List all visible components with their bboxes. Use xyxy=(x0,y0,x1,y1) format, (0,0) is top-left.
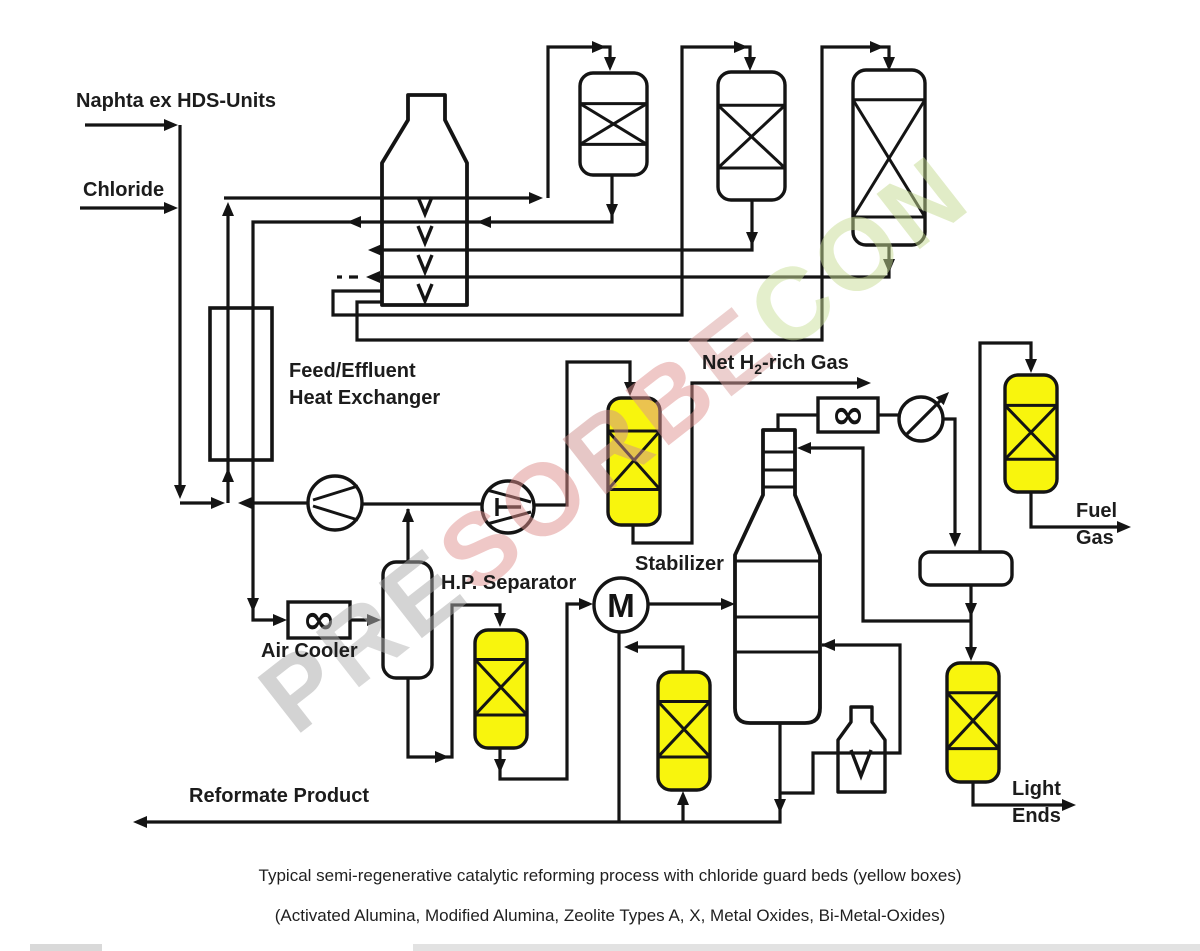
label-hp-separator: H.P. Separator xyxy=(441,572,577,594)
footer-bar-left xyxy=(30,944,102,951)
pipe xyxy=(803,446,971,623)
flow-arrow xyxy=(797,442,811,454)
flow-arrow xyxy=(368,244,382,256)
hp-separator-vessel xyxy=(381,560,434,680)
pipe xyxy=(355,45,891,342)
pipe xyxy=(331,45,752,317)
flow-arrow xyxy=(477,216,491,228)
feed-effluent-heat-exchanger xyxy=(208,306,274,462)
flow-arrow xyxy=(367,614,381,626)
stabilizer-feed-pump xyxy=(592,576,650,634)
flow-arrow xyxy=(883,57,895,71)
burner-icon xyxy=(849,749,873,781)
label-stabilizer: Stabilizer xyxy=(635,553,724,575)
label-net-gas: Net H2-rich Gas xyxy=(702,352,849,377)
flow-arrow xyxy=(366,271,380,283)
flow-arrow xyxy=(774,799,786,813)
pipe xyxy=(534,360,632,507)
flow-arrow xyxy=(133,816,147,828)
flow-arrow xyxy=(624,382,636,396)
flow-arrow xyxy=(606,204,618,218)
pump-motor-letter: M xyxy=(607,587,635,624)
flow-arrow xyxy=(247,598,259,612)
recycle-compressor xyxy=(306,474,364,532)
burner-icon xyxy=(416,283,434,306)
flow-arrow xyxy=(164,119,178,131)
pipe xyxy=(971,782,1071,807)
flow-arrow xyxy=(347,216,361,228)
flow-arrow xyxy=(949,533,961,547)
flow-arrow xyxy=(857,377,871,389)
label-air-cooler: Air Cooler xyxy=(261,640,358,662)
flow-arrow xyxy=(734,41,748,53)
flow-arrow xyxy=(1117,521,1131,533)
flow-arrow xyxy=(1025,359,1037,373)
flow-arrow xyxy=(402,508,414,522)
pipe xyxy=(776,413,818,430)
flow-arrow xyxy=(744,57,756,71)
label-naphtha: Naphta ex HDS-Units xyxy=(76,90,277,112)
label-chloride: Chloride xyxy=(83,179,165,201)
pipe xyxy=(1029,492,1126,529)
footer-bar-right xyxy=(413,944,1200,951)
flow-arrow xyxy=(604,57,616,71)
flow-arrow xyxy=(883,259,895,273)
flow-arrow xyxy=(164,202,178,214)
overhead-condenser-box xyxy=(816,396,880,434)
caption-line-2: (Activated Alumina, Modified Alumina, Ze… xyxy=(274,906,946,925)
flow-arrow xyxy=(1062,799,1076,811)
flow-arrow xyxy=(174,485,186,499)
flow-arrow xyxy=(211,497,225,509)
reboiler-furnace xyxy=(836,705,887,794)
pipe xyxy=(780,643,902,795)
fired-heater xyxy=(380,93,469,307)
flow-arrow xyxy=(821,639,835,651)
pipe xyxy=(251,175,614,308)
flow-arrow xyxy=(494,613,506,627)
flow-arrow xyxy=(624,641,638,653)
flow-arrow xyxy=(435,751,449,763)
infinity-icon: ∞ xyxy=(831,392,864,438)
flow-arrow xyxy=(529,192,543,204)
flow-arrow xyxy=(965,603,977,617)
burner-icon xyxy=(416,254,434,277)
pipe xyxy=(631,381,866,545)
flow-arrow xyxy=(870,41,884,53)
burner-icon xyxy=(416,196,434,219)
flow-arrow xyxy=(579,598,593,610)
pipe xyxy=(373,200,754,252)
pipe xyxy=(978,341,1033,552)
pipe xyxy=(138,723,782,824)
flow-arrow xyxy=(238,497,252,509)
flow-arrow xyxy=(592,41,606,53)
air-cooler-box xyxy=(286,600,352,640)
flow-arrow xyxy=(222,468,234,482)
flow-arrow xyxy=(721,598,735,610)
flow-arrow xyxy=(273,614,287,626)
process-flow-diagram: M ∞ ∞ xyxy=(80,41,1131,828)
flow-arrow xyxy=(222,202,234,216)
reflux-drum xyxy=(918,550,1014,587)
flow-arrow xyxy=(965,647,977,661)
pipe xyxy=(943,417,957,541)
pipe xyxy=(629,645,685,672)
stabilizer-column xyxy=(733,428,822,725)
pipe xyxy=(371,245,891,279)
infinity-icon: ∞ xyxy=(302,597,335,643)
label-reformate: Reformate Product xyxy=(189,785,370,807)
burner-icon xyxy=(416,225,434,248)
flow-arrow xyxy=(746,232,758,246)
pipe xyxy=(406,603,502,759)
flow-arrow xyxy=(494,759,506,773)
caption-line-1: Typical semi-regenerative catalytic refo… xyxy=(258,866,962,885)
flow-arrow xyxy=(677,791,689,805)
